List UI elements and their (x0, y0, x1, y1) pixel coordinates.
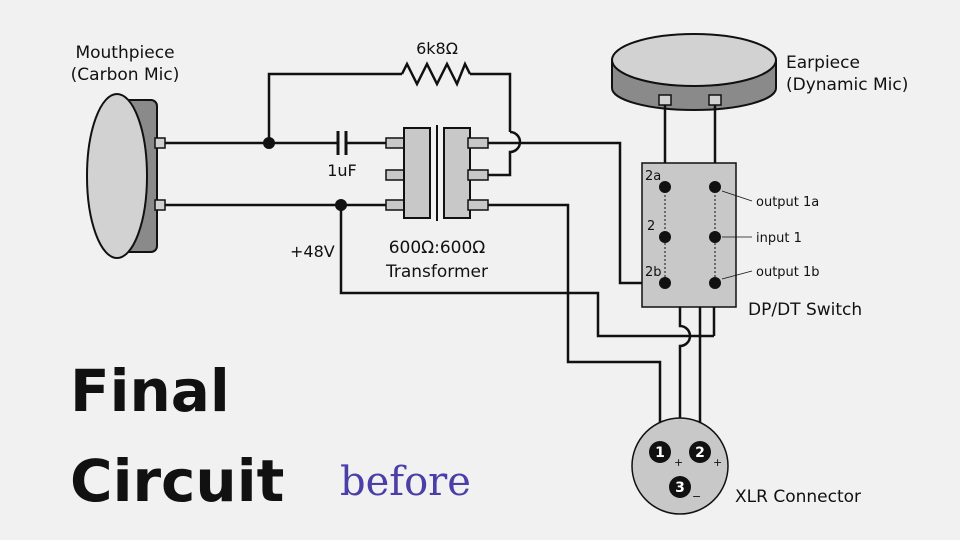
transformer-label-line2: Transformer (385, 262, 488, 282)
xlr-connector (631, 417, 729, 515)
switch-pin-2b: 2b (645, 265, 662, 280)
transformer-label-line1: 600Ω:600Ω (389, 238, 486, 258)
switch-input-1: input 1 (756, 231, 802, 246)
earpiece-label-line1: Earpiece (786, 53, 860, 73)
mouthpiece-label-line1: Mouthpiece (75, 43, 174, 63)
switch-pin-2a: 2a (645, 169, 661, 184)
resistor (400, 60, 472, 88)
xlr-pin-3: 3 (675, 480, 685, 496)
mouthpiece-label-line2: (Carbon Mic) (71, 65, 180, 85)
voltage-label: +48V (290, 242, 335, 261)
capacitor (336, 131, 348, 155)
mouthpiece-carbon-mic (86, 93, 166, 259)
xlr-pin-2-polarity: + (713, 456, 722, 469)
xlr-label: XLR Connector (735, 487, 861, 507)
earpiece-label-line2: (Dynamic Mic) (786, 75, 908, 95)
junction-dot-48v (335, 199, 347, 211)
dpdt-switch (641, 162, 753, 308)
xlr-pin-2: 2 (695, 445, 705, 461)
xlr-pin-1: 1 (655, 445, 665, 461)
xlr-pin-1-polarity: + (674, 456, 683, 469)
wire-secondary-bottom (488, 203, 662, 452)
earpiece-dynamic-mic (611, 33, 777, 111)
annotation-before: before (340, 459, 471, 505)
wire-switch-to-xlr-pin3 (664, 235, 692, 487)
title-line2: Circuit (70, 447, 285, 515)
capacitor-label: 1uF (327, 161, 357, 180)
wire-secondary-top (488, 141, 664, 285)
switch-pin-2: 2 (647, 219, 655, 234)
resistor-label: 6k8Ω (416, 39, 458, 58)
title-line1: Final (70, 357, 230, 425)
wire-resistor-left (267, 72, 402, 143)
switch-output-1b: output 1b (756, 265, 820, 280)
transformer (385, 125, 489, 221)
switch-label: DP/DT Switch (748, 300, 862, 320)
xlr-pin-3-polarity: − (692, 490, 701, 503)
switch-output-1a: output 1a (756, 195, 819, 210)
wire-48v (339, 205, 714, 338)
wire-resistor-right (470, 72, 512, 132)
wire-resistor-to-secondary (488, 130, 522, 177)
junction-dot-top (263, 137, 275, 149)
